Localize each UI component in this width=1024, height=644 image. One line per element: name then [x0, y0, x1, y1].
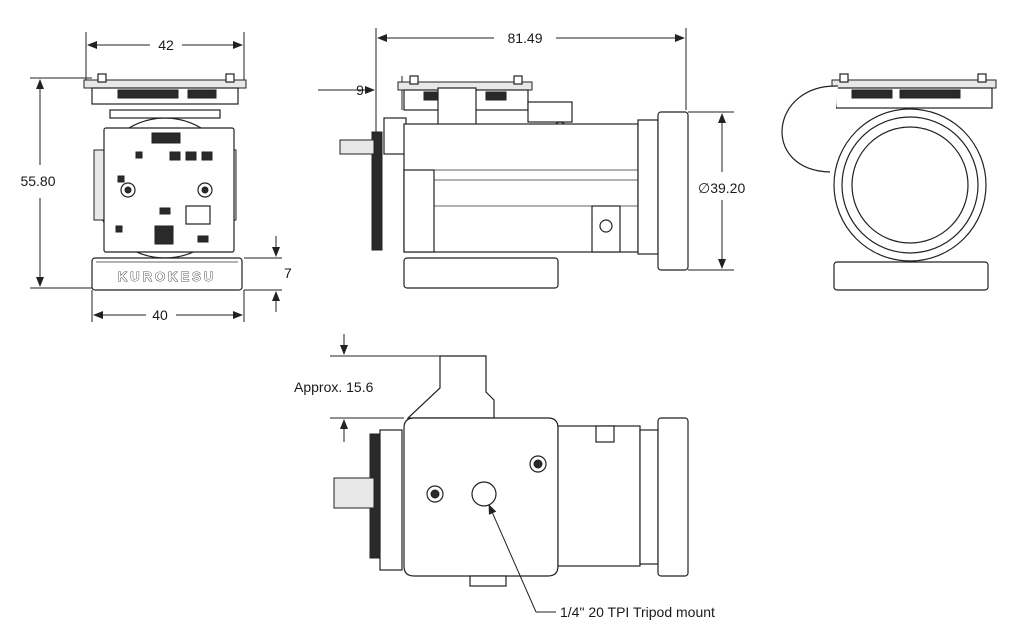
dim-approx-height: Approx. 15.6 — [294, 379, 374, 395]
side-view: 81.49 9 — [318, 28, 745, 289]
dim-width-bottom: 40 — [152, 307, 168, 323]
brand-label: KUROKESU — [118, 269, 216, 284]
tripod-mount-hole — [471, 481, 497, 507]
dim-base-height: 7 — [284, 265, 292, 281]
bottom-view: Approx. 15.6 1/4" 20 TPI Tripod mount — [294, 334, 715, 620]
dim-lens-diameter: ∅39.20 — [698, 180, 745, 196]
dim-length: 81.49 — [507, 30, 542, 46]
front-view: 42 55.80 — [20, 32, 292, 323]
rear-view — [781, 73, 997, 291]
dim-height: 55.80 — [20, 173, 55, 189]
dim-offset: 9 — [356, 82, 364, 98]
dim-width-top: 42 — [158, 37, 174, 53]
tripod-mount-label: 1/4" 20 TPI Tripod mount — [560, 604, 715, 620]
